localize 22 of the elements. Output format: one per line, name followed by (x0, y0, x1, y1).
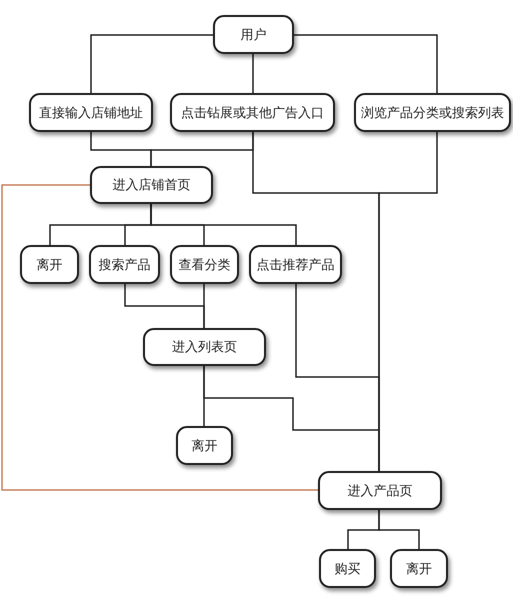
connector-line (150, 204, 297, 245)
process-box: 离开 (176, 426, 233, 465)
process-box: 用户 (213, 15, 294, 54)
process-box: 浏览产品分类或搜索列表 (354, 93, 511, 132)
connector-line (295, 284, 380, 471)
process-box: 查看分类 (170, 245, 239, 284)
connector-line (252, 54, 254, 93)
connector-line (1, 184, 318, 491)
process-box: 进入列表页 (143, 328, 266, 366)
process-box: 点击钻展或其他广告入口 (170, 93, 335, 132)
process-box: 离开 (390, 549, 448, 588)
process-box: 进入产品页 (318, 471, 442, 510)
process-box: 点击推荐产品 (249, 245, 342, 284)
process-box: 离开 (20, 245, 79, 284)
connector-line (90, 34, 213, 93)
process-box: 购买 (319, 549, 376, 588)
connector-line (378, 510, 420, 549)
process-box: 进入店铺首页 (90, 166, 213, 204)
process-box: 搜索产品 (89, 245, 160, 284)
process-box: 直接输入店铺地址 (29, 93, 153, 132)
connector-line (294, 34, 438, 93)
connector-line (203, 284, 205, 328)
